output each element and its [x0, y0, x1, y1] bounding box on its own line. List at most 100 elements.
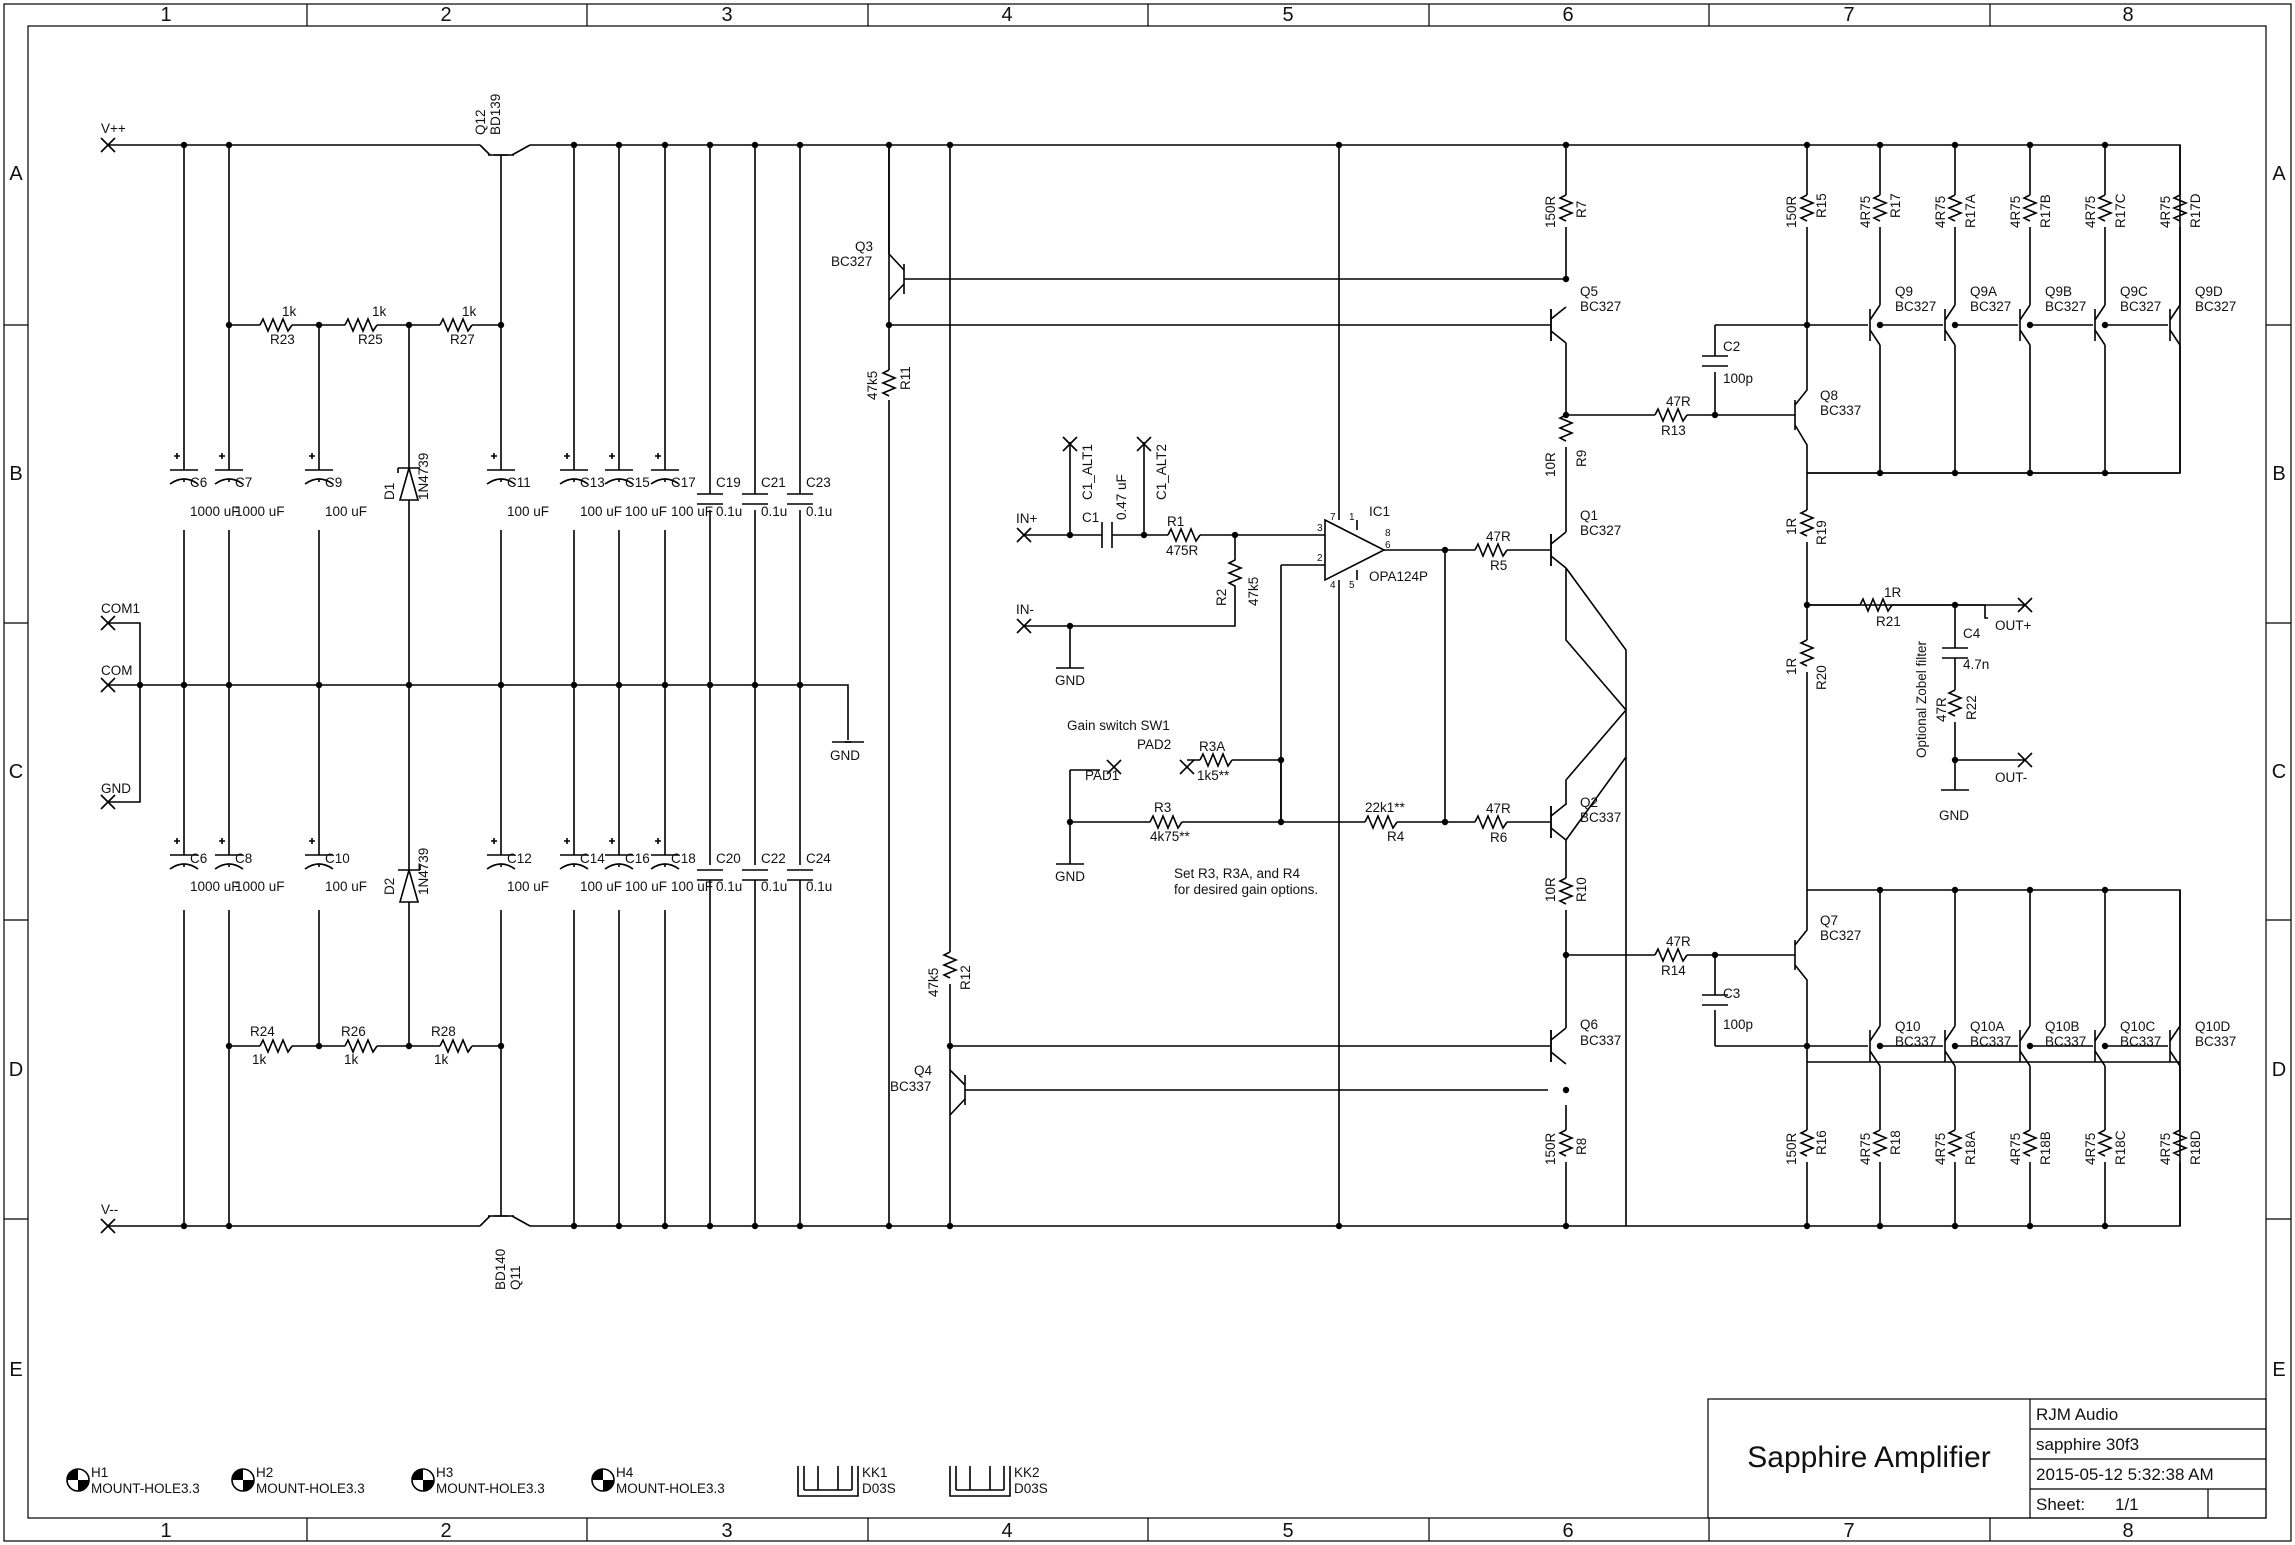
r-value: 4R75 [1933, 196, 1948, 228]
gain-switch-label: Gain switch SW1 [1067, 718, 1170, 733]
r20-ref: R20 [1814, 665, 1829, 690]
junction-dot [661, 681, 669, 689]
r25-value: 1k [372, 304, 387, 319]
junction-dot [225, 1222, 233, 1230]
heatsinks: KK1 D03S KK2 D03S [797, 1465, 1048, 1497]
q3-part: BC327 [831, 254, 872, 269]
r2-value: 47k5 [1246, 577, 1261, 606]
c1-alt2-label: C1_ALT2 [1154, 444, 1169, 500]
hole-ref: H3 [436, 1465, 453, 1480]
r26-ref: R26 [341, 1024, 366, 1039]
r5-value: 47R [1486, 529, 1511, 544]
r22-ref: R22 [1964, 695, 1979, 720]
column-label: 8 [2122, 1520, 2133, 1542]
q-ref: Q9A [1970, 284, 1997, 299]
junction-dot [136, 681, 144, 689]
r3a-value: 1k5** [1197, 768, 1230, 783]
junction-dot [796, 681, 804, 689]
q-part: BC327 [1970, 299, 2011, 314]
upper-output-bank-labels: Q9 BC327 Q9A BC327 Q9B BC327 Q9C BC327 Q… [1895, 284, 2236, 314]
cap-value: 1000 uF [190, 504, 240, 519]
junction-dot [315, 1042, 323, 1050]
row-label: E [9, 1359, 22, 1381]
r16-label: 150R [1784, 1132, 1799, 1165]
cap-value: 0.1u [761, 504, 787, 519]
c1-alt1-label: C1_ALT1 [1080, 444, 1095, 500]
r-ref: R17C [2113, 193, 2128, 228]
r-ref: R17A [1963, 194, 1978, 228]
column-label: 4 [1001, 4, 1012, 26]
r27-ref: R27 [450, 332, 475, 347]
cap-value: 100 uF [625, 504, 667, 519]
r4-value: 22k1** [1365, 800, 1406, 815]
junction-dot [706, 141, 714, 149]
cap-ref: C21 [761, 475, 786, 490]
cap-value: 100 uF [625, 879, 667, 894]
r23-value: 1k [282, 304, 297, 319]
q8-ref: Q8 [1820, 388, 1838, 403]
q12-label: Q12 BD139 [473, 94, 503, 135]
in-plus-label: IN+ [1016, 511, 1038, 526]
r6-ref: R6 [1490, 830, 1507, 845]
q4-part: BC337 [890, 1079, 931, 1094]
r22-ref-label: R22 [1964, 695, 1979, 720]
cap-value: 100 uF [580, 504, 622, 519]
r15-ref-label: R15 [1814, 193, 1829, 218]
cap-ref: C14 [580, 851, 605, 866]
d2-part: 1N4739 [416, 848, 431, 895]
cap-ref: C6 [190, 475, 207, 490]
q12-part: BD139 [488, 94, 503, 135]
junction-dot [796, 141, 804, 149]
heatsink-ref: KK2 [1014, 1465, 1040, 1480]
cap-ref: C15 [625, 475, 650, 490]
column-label: 4 [1001, 1520, 1012, 1542]
row-label: D [9, 1059, 23, 1081]
r19-label: 1R [1784, 517, 1799, 535]
q3-label: Q3 BC327 [831, 239, 873, 269]
junction-dot [570, 681, 578, 689]
heatsink-part: D03S [862, 1481, 896, 1496]
pin-number: 6 [1385, 540, 1391, 551]
frame-tick [4, 4, 2291, 1541]
pin-number: 2 [1317, 553, 1323, 564]
r10-label: 10R [1543, 877, 1558, 902]
r23-ref: R23 [270, 332, 295, 347]
r5-ref: R5 [1490, 558, 1507, 573]
q12-ref: Q12 [473, 109, 488, 135]
column-label: 6 [1562, 1520, 1573, 1542]
q4-ref: Q4 [914, 1063, 933, 1078]
heatsink-part: D03S [1014, 1481, 1048, 1496]
r15-value: 150R [1784, 195, 1799, 228]
heatsink-ref: KK1 [862, 1465, 888, 1480]
psu-bottom-capacitor-labels: C6 1000 uF C8 1000 uF C10 100 uF C12 100… [190, 851, 832, 894]
junction-dot [497, 1042, 505, 1050]
q11-ref: Q11 [508, 1265, 523, 1290]
r-ref: R17 [1888, 193, 1903, 218]
hole-part: MOUNT-HOLE3.3 [616, 1481, 725, 1496]
r16-value: 150R [1784, 1132, 1799, 1165]
cap-value: 100 uF [325, 504, 367, 519]
gnd-terminal-label: GND [101, 781, 131, 796]
r-ref: R17D [2188, 193, 2203, 228]
lower-output-bank-labels: Q10 BC337 Q10A BC337 Q10B BC337 Q10C BC3… [1895, 1019, 2236, 1049]
cap-ref: C7 [235, 475, 252, 490]
output-bank-wiring [1807, 145, 2189, 1226]
q-ref: Q10A [1970, 1019, 2005, 1034]
r2-ref: R2 [1214, 589, 1229, 606]
c2-ref: C2 [1723, 339, 1740, 354]
d1-ref: D1 [382, 483, 397, 500]
r9-ref-label: R9 [1574, 450, 1589, 467]
c1-ref: C1 [1082, 510, 1099, 525]
r8-ref: R8 [1574, 1138, 1589, 1155]
gain-gnd-label: GND [1055, 869, 1085, 884]
mount-hole-icon [231, 1468, 255, 1492]
d2-ref: D2 [382, 878, 397, 895]
junction-dot [796, 1222, 804, 1230]
mount-holes: H1 MOUNT-HOLE3.3 H2 MOUNT-HOLE3.3 H3 MOU… [66, 1465, 725, 1496]
cap-value: 0.1u [716, 504, 742, 519]
cap-ref: C8 [235, 851, 252, 866]
r24-ref: R24 [250, 1024, 275, 1039]
r1-ref: R1 [1167, 514, 1184, 529]
r-value: 4R75 [2158, 1133, 2173, 1165]
